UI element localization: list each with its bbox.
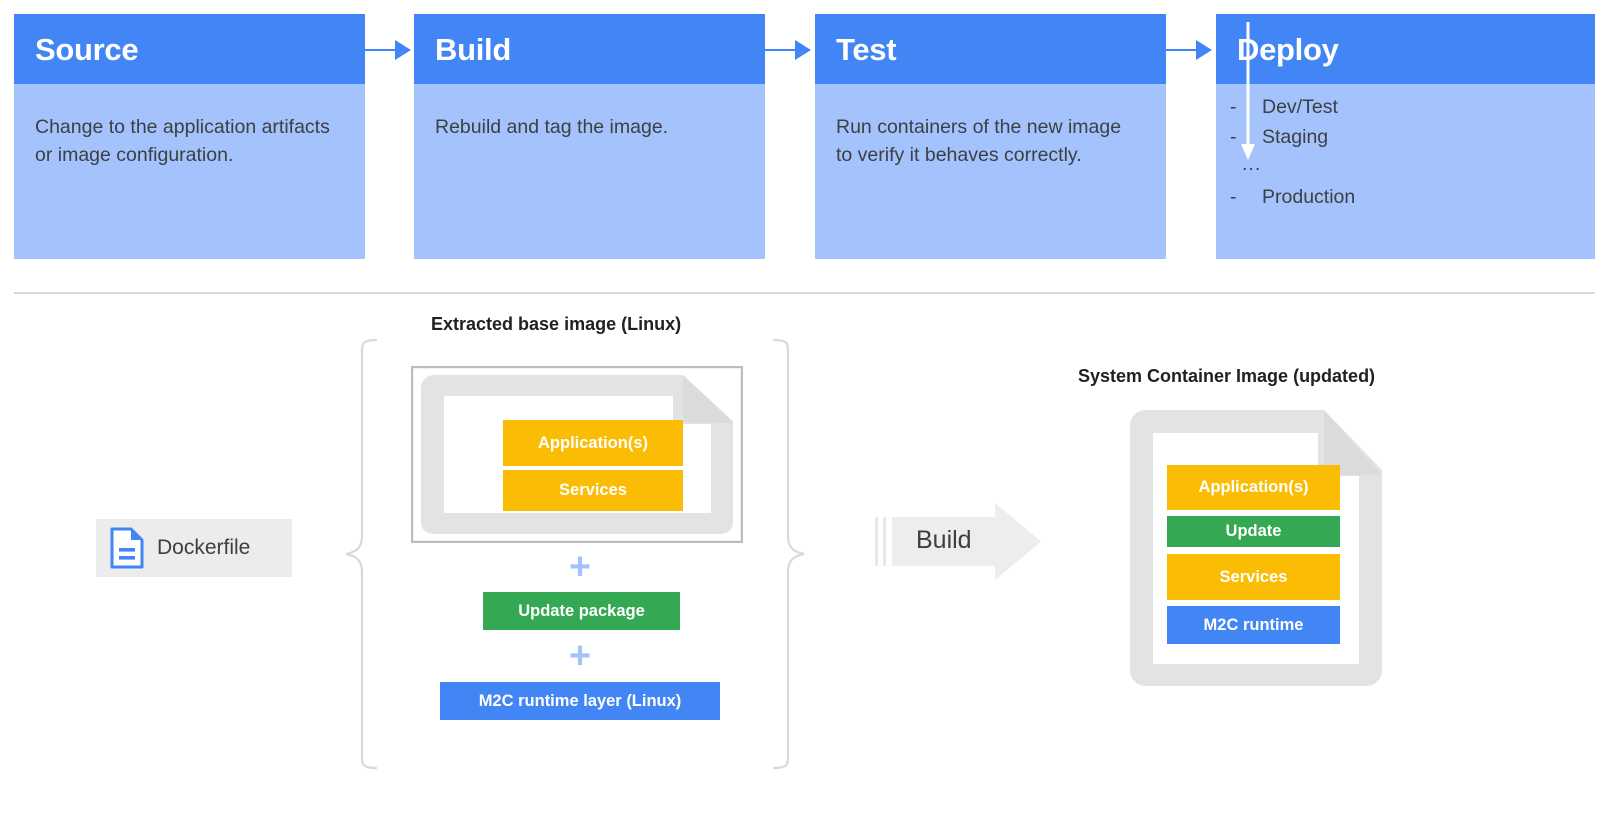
- pipeline-stage-test: Test Run containers of the new image to …: [815, 14, 1166, 259]
- output-layer-box: Services: [1167, 554, 1340, 600]
- dockerfile-label: Dockerfile: [157, 536, 251, 559]
- pipeline-stage-deploy: Deploy - Dev/Test - Staging ... -: [1216, 14, 1595, 259]
- stage-header-build: Build: [414, 14, 765, 84]
- block-arrow-right-icon: [875, 503, 1041, 580]
- arrow-right-icon: [765, 40, 811, 60]
- stage-title: Deploy: [1237, 31, 1339, 67]
- base-layer-label: Application(s): [538, 433, 648, 452]
- output-layer-label: Update: [1225, 522, 1282, 540]
- plus-icon: +: [568, 635, 592, 677]
- added-layer-box-update-package: Update package: [483, 592, 680, 630]
- output-layer-label: Services: [1219, 567, 1288, 586]
- stage-description: Change to the application artifacts or i…: [35, 116, 330, 166]
- stage-description: Run containers of the new image to verif…: [836, 116, 1122, 166]
- output-layer-label: M2C runtime: [1203, 615, 1304, 634]
- added-layer-label: Update package: [518, 601, 645, 620]
- base-layer-box: Services: [503, 470, 683, 511]
- left-stack-caption: Extracted base image (Linux): [431, 314, 682, 334]
- deploy-target-label: Staging: [1262, 126, 1329, 148]
- curly-brace-left-icon: [345, 338, 378, 770]
- deploy-marker: -: [1230, 186, 1237, 208]
- deploy-target-row: - Dev/Test: [1216, 96, 1595, 128]
- deploy-target-label: Dev/Test: [1262, 96, 1338, 118]
- deploy-marker: -: [1230, 126, 1237, 148]
- deploy-target-row: - Staging: [1216, 126, 1595, 158]
- system-container-image-doc: [1130, 410, 1382, 686]
- stage-header-test: Test: [815, 14, 1166, 84]
- stage-title: Test: [836, 31, 897, 67]
- pipeline-stage-build: Build Rebuild and tag the image.: [414, 14, 765, 259]
- arrow-right-icon: [1166, 40, 1212, 60]
- build-action-label: Build: [916, 526, 972, 554]
- output-layer-box: Application(s): [1167, 465, 1340, 510]
- base-layer-box: Application(s): [503, 420, 683, 466]
- added-layer-box-m2c-runtime: M2C runtime layer (Linux): [440, 682, 720, 720]
- stage-header-source: Source: [14, 14, 365, 84]
- stage-header-deploy: Deploy: [1216, 14, 1595, 84]
- stage-title: Build: [435, 31, 511, 67]
- plus-icon: +: [568, 546, 592, 588]
- stage-body-source: Change to the application artifacts or i…: [14, 84, 365, 259]
- stage-title: Source: [35, 31, 139, 67]
- stage-description: Rebuild and tag the image.: [435, 116, 669, 138]
- stage-body-deploy: - Dev/Test - Staging ... - Production: [1216, 22, 1595, 259]
- curly-brace-right-icon: [772, 338, 805, 770]
- stage-body-test: Run containers of the new image to verif…: [815, 84, 1166, 259]
- document-icon: [110, 527, 144, 569]
- deploy-ellipsis: ...: [1242, 153, 1262, 175]
- output-layer-box: Update: [1167, 516, 1340, 547]
- deploy-marker: -: [1230, 96, 1237, 118]
- arrow-down-icon: [1241, 22, 1255, 160]
- added-layer-label: M2C runtime layer (Linux): [478, 691, 682, 710]
- output-layer-box: M2C runtime: [1167, 606, 1340, 644]
- output-layer-label: Application(s): [1198, 478, 1309, 496]
- base-layer-label: Services: [559, 481, 627, 499]
- deploy-target-label: Production: [1262, 186, 1356, 208]
- dockerfile-chip[interactable]: Dockerfile: [96, 519, 292, 577]
- deploy-target-row: - Production: [1216, 186, 1595, 218]
- deploy-target-list: - Dev/Test - Staging ... - Production: [1216, 22, 1595, 218]
- pipeline-stage-source: Source Change to the application artifac…: [14, 14, 365, 259]
- right-stack-caption: System Container Image (updated): [1078, 366, 1376, 386]
- stage-body-build: Rebuild and tag the image.: [414, 84, 765, 259]
- section-divider: [14, 292, 1595, 294]
- arrow-right-icon: [365, 40, 411, 60]
